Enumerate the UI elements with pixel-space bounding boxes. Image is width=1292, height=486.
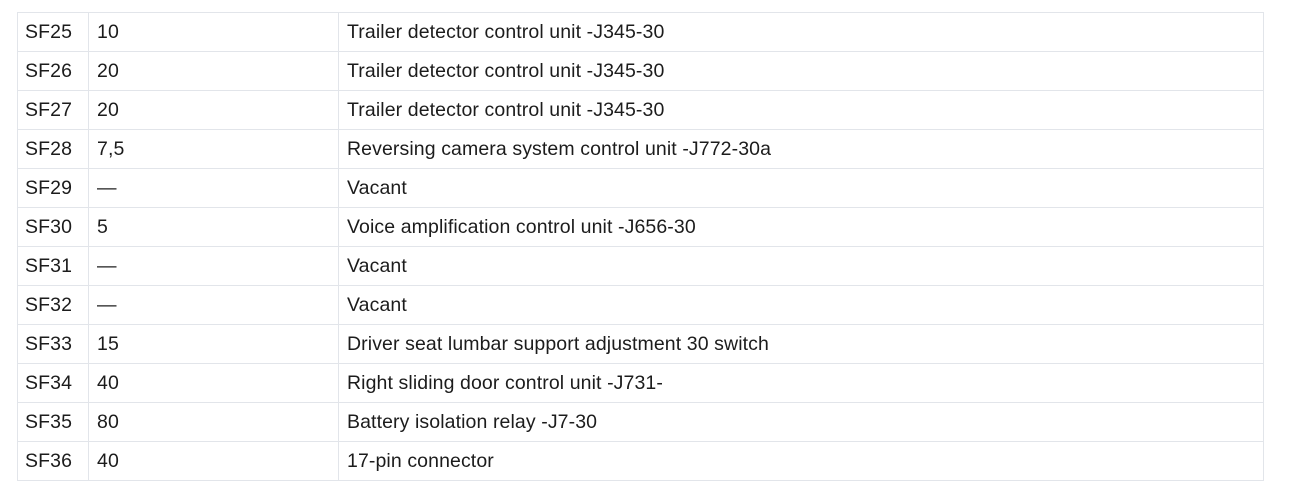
- cell-amperage: 20: [88, 51, 339, 91]
- cell-description: Driver seat lumbar support adjustment 30…: [338, 324, 1264, 364]
- cell-description: Vacant: [338, 168, 1264, 208]
- cell-amperage: 7,5: [88, 129, 339, 169]
- cell-fuse-id: SF36: [17, 441, 89, 481]
- cell-fuse-id: SF34: [17, 363, 89, 403]
- cell-amperage: 20: [88, 90, 339, 130]
- table-row: SF31—Vacant: [17, 246, 1264, 286]
- table-row: SF32—Vacant: [17, 285, 1264, 325]
- cell-fuse-id: SF33: [17, 324, 89, 364]
- cell-description: Battery isolation relay -J7-30: [338, 402, 1264, 442]
- table-row: SF29—Vacant: [17, 168, 1264, 208]
- cell-description: Trailer detector control unit -J345-30: [338, 90, 1264, 130]
- cell-amperage: —: [88, 285, 339, 325]
- cell-fuse-id: SF27: [17, 90, 89, 130]
- cell-fuse-id: SF28: [17, 129, 89, 169]
- cell-amperage: 40: [88, 363, 339, 403]
- cell-fuse-id: SF31: [17, 246, 89, 286]
- cell-description: Right sliding door control unit -J731-: [338, 363, 1264, 403]
- cell-description: Trailer detector control unit -J345-30: [338, 12, 1264, 52]
- cell-description: Trailer detector control unit -J345-30: [338, 51, 1264, 91]
- cell-description: Voice amplification control unit -J656-3…: [338, 207, 1264, 247]
- cell-fuse-id: SF30: [17, 207, 89, 247]
- cell-description: Reversing camera system control unit -J7…: [338, 129, 1264, 169]
- cell-description: Vacant: [338, 285, 1264, 325]
- cell-description: Vacant: [338, 246, 1264, 286]
- cell-fuse-id: SF32: [17, 285, 89, 325]
- cell-amperage: 15: [88, 324, 339, 364]
- cell-fuse-id: SF25: [17, 12, 89, 52]
- cell-description: 17-pin connector: [338, 441, 1264, 481]
- cell-amperage: 80: [88, 402, 339, 442]
- cell-amperage: 40: [88, 441, 339, 481]
- cell-fuse-id: SF26: [17, 51, 89, 91]
- cell-amperage: —: [88, 246, 339, 286]
- cell-fuse-id: SF35: [17, 402, 89, 442]
- cell-amperage: —: [88, 168, 339, 208]
- cell-amperage: 5: [88, 207, 339, 247]
- cell-amperage: 10: [88, 12, 339, 52]
- cell-fuse-id: SF29: [17, 168, 89, 208]
